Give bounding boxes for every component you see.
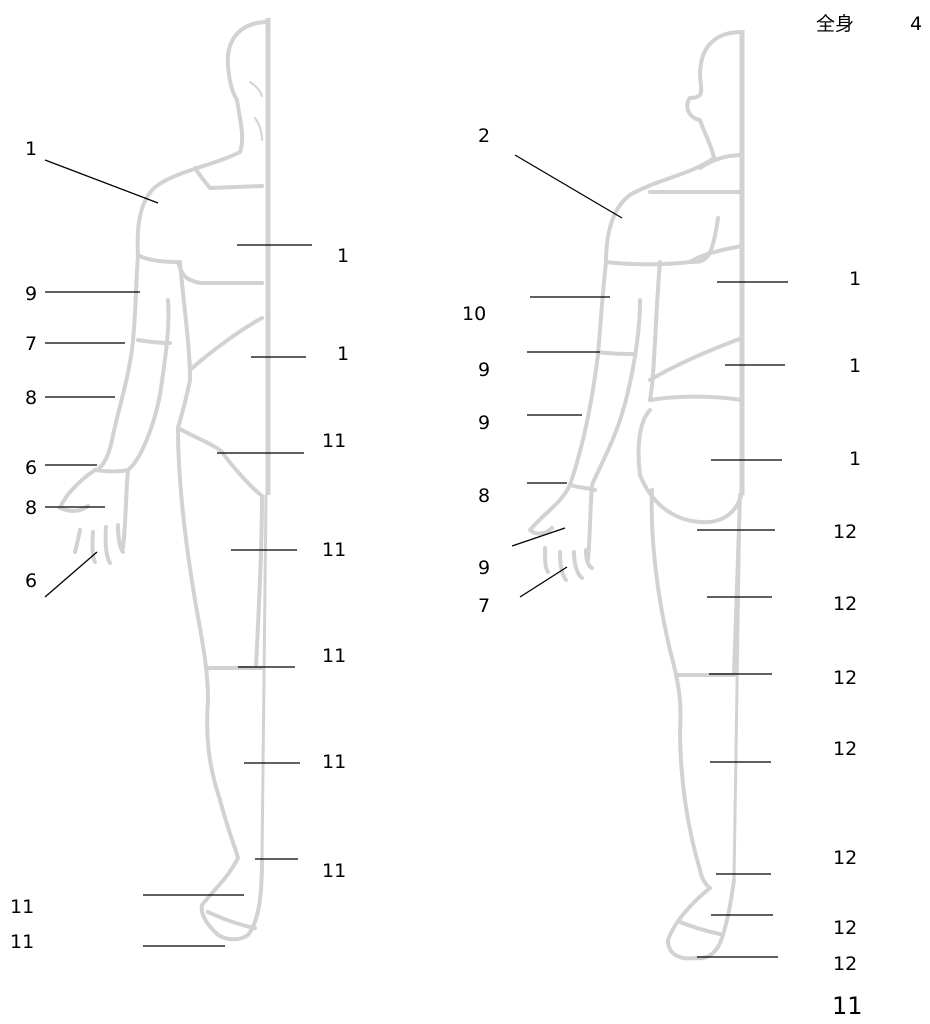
front-leg bbox=[178, 428, 262, 939]
label-front-11g: 11 bbox=[10, 931, 34, 953]
page-number: 4 bbox=[910, 13, 922, 35]
label-front-11c: 11 bbox=[322, 645, 346, 667]
label-front-8b: 8 bbox=[25, 497, 37, 519]
label-back-12g: 12 bbox=[833, 953, 857, 975]
back-leaders bbox=[512, 155, 788, 957]
back-labels: 2 10 9 9 8 9 7 1 1 1 12 12 12 12 12 12 1… bbox=[462, 125, 861, 975]
back-head bbox=[687, 32, 742, 158]
label-front-11d: 11 bbox=[322, 751, 346, 773]
label-front-7: 7 bbox=[25, 333, 37, 355]
back-leg bbox=[652, 490, 740, 958]
label-back-1c: 1 bbox=[849, 448, 861, 470]
label-front-6b: 6 bbox=[25, 570, 37, 592]
label-back-8: 8 bbox=[478, 485, 490, 507]
front-arm bbox=[60, 255, 170, 563]
label-front-11a: 11 bbox=[322, 430, 346, 452]
back-figure bbox=[530, 30, 742, 958]
label-back-12f: 12 bbox=[833, 917, 857, 939]
label-front-11e: 11 bbox=[322, 860, 346, 882]
leader-front-6b bbox=[45, 552, 97, 597]
label-back-10: 10 bbox=[462, 303, 486, 325]
leader-front-1a bbox=[45, 160, 158, 203]
back-torso bbox=[606, 155, 742, 522]
label-front-11f: 11 bbox=[10, 896, 34, 918]
label-back-7: 7 bbox=[478, 595, 490, 617]
leader-back-7 bbox=[520, 567, 567, 597]
page-title: 全身 bbox=[816, 13, 854, 35]
label-front-9: 9 bbox=[25, 283, 37, 305]
label-back-9c: 9 bbox=[478, 557, 490, 579]
label-front-8a: 8 bbox=[25, 387, 37, 409]
leader-back-2 bbox=[515, 155, 622, 218]
label-back-9b: 9 bbox=[478, 412, 490, 434]
label-back-12d: 12 bbox=[833, 738, 857, 760]
front-figure bbox=[60, 18, 268, 939]
label-back-2: 2 bbox=[478, 125, 490, 147]
label-back-12b: 12 bbox=[833, 593, 857, 615]
front-face bbox=[250, 82, 262, 140]
leader-back-9c bbox=[512, 528, 565, 546]
footer-number: 11 bbox=[832, 992, 863, 1020]
label-front-6a: 6 bbox=[25, 457, 37, 479]
label-back-1a: 1 bbox=[849, 268, 861, 290]
label-back-1b: 1 bbox=[849, 355, 861, 377]
label-back-9a: 9 bbox=[478, 359, 490, 381]
back-arm bbox=[530, 262, 640, 580]
label-front-1c: 1 bbox=[337, 343, 349, 365]
front-leaders bbox=[45, 160, 312, 946]
front-torso bbox=[138, 152, 262, 496]
label-back-12e: 12 bbox=[833, 847, 857, 869]
label-front-1a: 1 bbox=[25, 138, 37, 160]
label-back-12a: 12 bbox=[833, 521, 857, 543]
label-front-11b: 11 bbox=[322, 539, 346, 561]
label-front-1b: 1 bbox=[337, 245, 349, 267]
label-back-12c: 12 bbox=[833, 667, 857, 689]
